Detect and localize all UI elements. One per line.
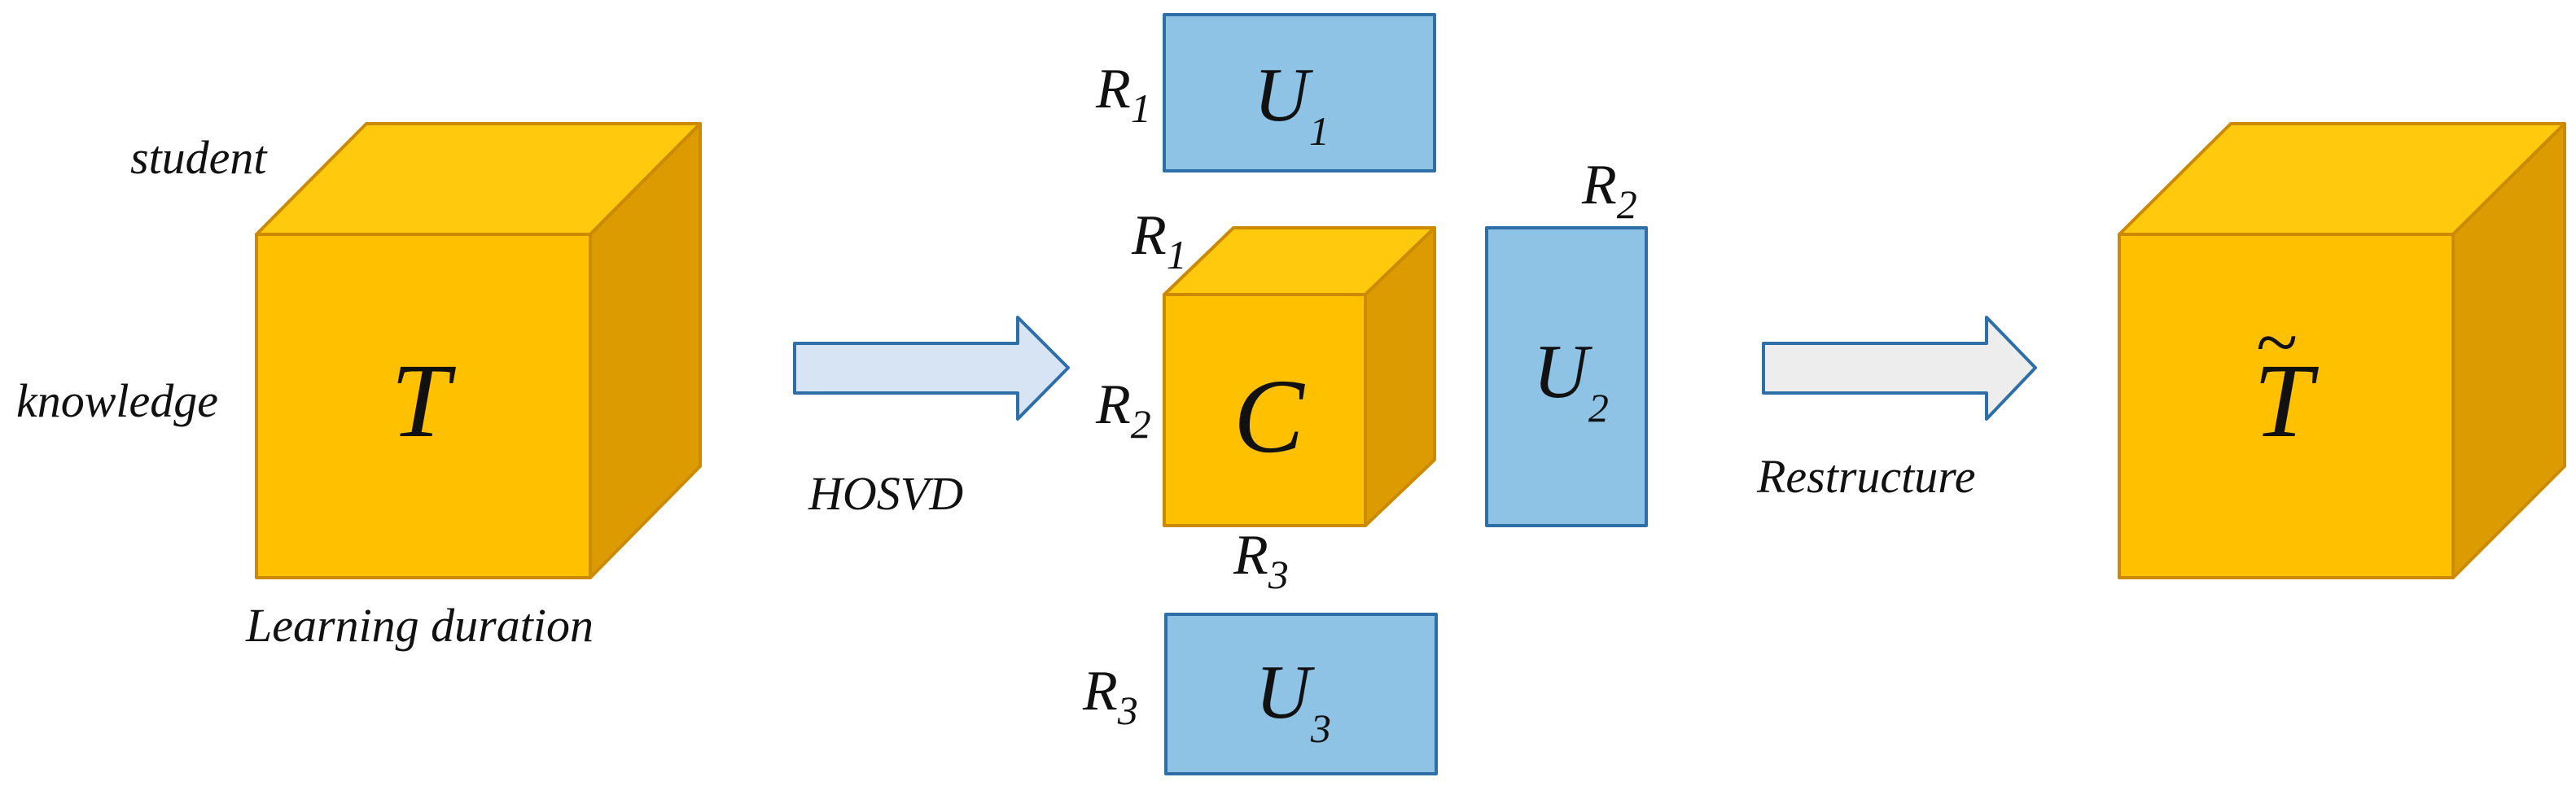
axis-label-student: student xyxy=(130,131,268,184)
output-tensor-symbol: T xyxy=(2254,343,2319,460)
core-rank-r3: R3 xyxy=(1233,524,1289,597)
input-cube-front xyxy=(255,233,592,579)
output-tensor-tilde: ~ xyxy=(2255,300,2297,385)
hosvd-arrow xyxy=(793,316,1070,421)
core-tensor-symbol: C xyxy=(1233,358,1305,475)
factor-matrix-u3 xyxy=(1164,613,1438,775)
core-rank-r1: R1 xyxy=(1131,204,1187,277)
output-tensor-cube xyxy=(2118,122,2566,579)
factor-u3-symbol: U3 xyxy=(1255,650,1331,751)
restructure-arrow xyxy=(1762,316,2037,421)
factor-u1-rank: R1 xyxy=(1095,58,1151,131)
output-cube-front xyxy=(2118,233,2455,579)
factor-u2-rank: R2 xyxy=(1581,154,1637,227)
input-tensor-symbol: T xyxy=(391,343,456,460)
axis-label-learning-duration: Learning duration xyxy=(245,599,594,652)
factor-u2-symbol: U2 xyxy=(1533,330,1609,430)
factor-matrix-u1 xyxy=(1163,13,1436,172)
core-tensor-cube xyxy=(1163,226,1436,527)
hosvd-label: HOSVD xyxy=(808,467,963,520)
core-cube-front xyxy=(1163,293,1367,527)
factor-u1-symbol: U1 xyxy=(1254,53,1330,154)
core-rank-r2: R2 xyxy=(1095,373,1151,447)
factor-matrix-u2 xyxy=(1485,226,1648,527)
restructure-label: Restructure xyxy=(1756,450,1975,503)
axis-label-knowledge: knowledge xyxy=(16,374,218,427)
factor-u3-rank: R3 xyxy=(1082,660,1138,733)
input-tensor-cube xyxy=(255,122,702,579)
